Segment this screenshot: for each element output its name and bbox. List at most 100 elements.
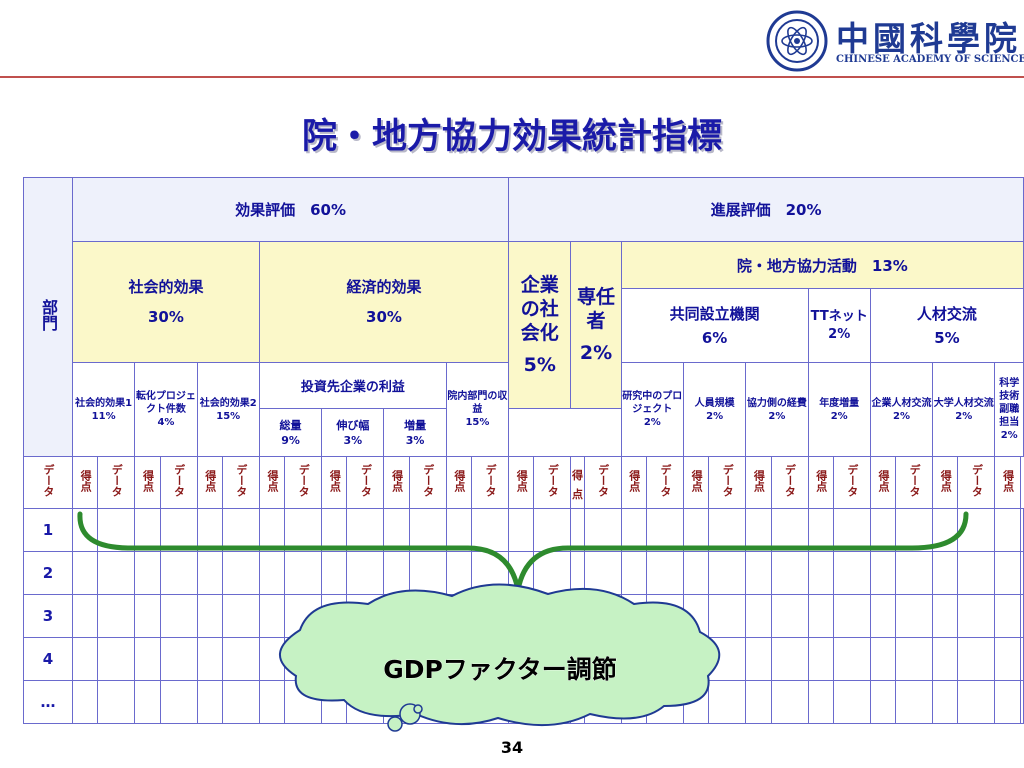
- score-column-header: 得点: [682, 456, 710, 509]
- data-cell: [1019, 508, 1024, 552]
- data-cell: [508, 508, 535, 552]
- data-cell: [97, 637, 136, 681]
- social-effect-1-header: 社会的効果1 11%: [71, 362, 136, 457]
- data-cell: [583, 508, 622, 552]
- data-cell: [533, 680, 572, 724]
- data-cell: [445, 508, 473, 552]
- data-cell: [221, 680, 260, 724]
- data-cell: [807, 551, 834, 595]
- joint-org-header: 共同設立機関 6%: [620, 288, 809, 363]
- page-number: 34: [500, 738, 524, 757]
- data-cell: [994, 637, 1021, 681]
- data-cell: [71, 680, 99, 724]
- data-cell: [533, 594, 572, 638]
- data-column-header: データ: [221, 456, 260, 509]
- data-cell: [408, 508, 447, 552]
- data-cell: [583, 680, 622, 724]
- data-cell: [321, 680, 348, 724]
- data-cell: [471, 594, 510, 638]
- row-number: …: [23, 680, 73, 724]
- table-row: 1: [23, 508, 1024, 552]
- data-cell: [321, 551, 348, 595]
- score-column-header: 得点: [445, 456, 473, 509]
- data-cell: [1019, 594, 1024, 638]
- row-number: 4: [23, 637, 73, 681]
- data-cell: [159, 594, 198, 638]
- row-number: 3: [23, 594, 73, 638]
- data-cell: [583, 551, 622, 595]
- score-column-header: 得点: [869, 456, 897, 509]
- data-cell: [71, 508, 99, 552]
- data-cell: [895, 551, 934, 595]
- row-number: 1: [23, 508, 73, 552]
- data-cell: [994, 680, 1021, 724]
- data-cell: [284, 594, 323, 638]
- data-cell: [932, 680, 959, 724]
- data-cell: [508, 680, 535, 724]
- data-cell: [895, 680, 934, 724]
- data-cell: [97, 508, 136, 552]
- annual-increase-header: 年度増量 2%: [807, 362, 871, 457]
- data-cell: [770, 508, 809, 552]
- data-cell: [196, 680, 223, 724]
- total-header: 総量 9%: [258, 408, 323, 457]
- indicator-table: 部門 効果評価 60% 進展評価 20% 社会的効果 30% 経済的効果 30%…: [23, 177, 1024, 724]
- data-cell: [682, 680, 710, 724]
- data-cell: [533, 551, 572, 595]
- data-column-header: データ: [97, 456, 136, 509]
- data-cell: [321, 508, 348, 552]
- score-column-header: 得点: [807, 456, 834, 509]
- data-cell: [645, 551, 684, 595]
- data-cell: [770, 637, 809, 681]
- data-cell: [957, 594, 996, 638]
- data-cell: [408, 551, 447, 595]
- data-cell: [284, 508, 323, 552]
- data-cell: [258, 637, 286, 681]
- score-column-header: 得点: [745, 456, 772, 509]
- data-cell: [471, 637, 510, 681]
- data-cell: [708, 637, 747, 681]
- data-cell: [346, 508, 385, 552]
- data-cell: [770, 594, 809, 638]
- data-cell: [71, 637, 99, 681]
- data-cell: [745, 594, 772, 638]
- data-cell: [570, 594, 585, 638]
- data-column-header: データ: [708, 456, 747, 509]
- progress-eval-header: 進展評価 20%: [508, 177, 1024, 242]
- score-column-header: 得点: [258, 456, 286, 509]
- data-cell: [508, 637, 535, 681]
- data-cell: [383, 508, 410, 552]
- data-cell: [134, 637, 161, 681]
- data-cell: [196, 594, 223, 638]
- header-rule: [0, 76, 1024, 78]
- data-cell: [284, 551, 323, 595]
- data-cell: [284, 680, 323, 724]
- data-cell: [346, 680, 385, 724]
- data-column-header: データ: [284, 456, 323, 509]
- data-cell: [770, 680, 809, 724]
- data-cell: [708, 551, 747, 595]
- table-row: 4: [23, 637, 1024, 681]
- data-cell: [869, 508, 897, 552]
- table-row: …: [23, 680, 1024, 724]
- data-cell: [832, 508, 871, 552]
- data-cell: [159, 508, 198, 552]
- data-cell: [196, 551, 223, 595]
- dedicated-staff-header: 専任者 2%: [570, 241, 622, 409]
- data-cell: [994, 551, 1021, 595]
- data-cell: [645, 508, 684, 552]
- data-column-header: データ: [645, 456, 684, 509]
- data-cell: [770, 551, 809, 595]
- data-cell: [258, 551, 286, 595]
- data-cell: [708, 508, 747, 552]
- social-effect-header: 社会的効果 30%: [72, 241, 260, 363]
- data-cell: [832, 594, 871, 638]
- data-cell: [895, 637, 934, 681]
- data-cell: [932, 508, 959, 552]
- data-cell: [682, 551, 710, 595]
- data-cell: [745, 551, 772, 595]
- data-cell: [745, 637, 772, 681]
- data-column-header: データ: [957, 456, 996, 509]
- data-cell: [159, 551, 198, 595]
- data-column-header: データ: [832, 456, 871, 509]
